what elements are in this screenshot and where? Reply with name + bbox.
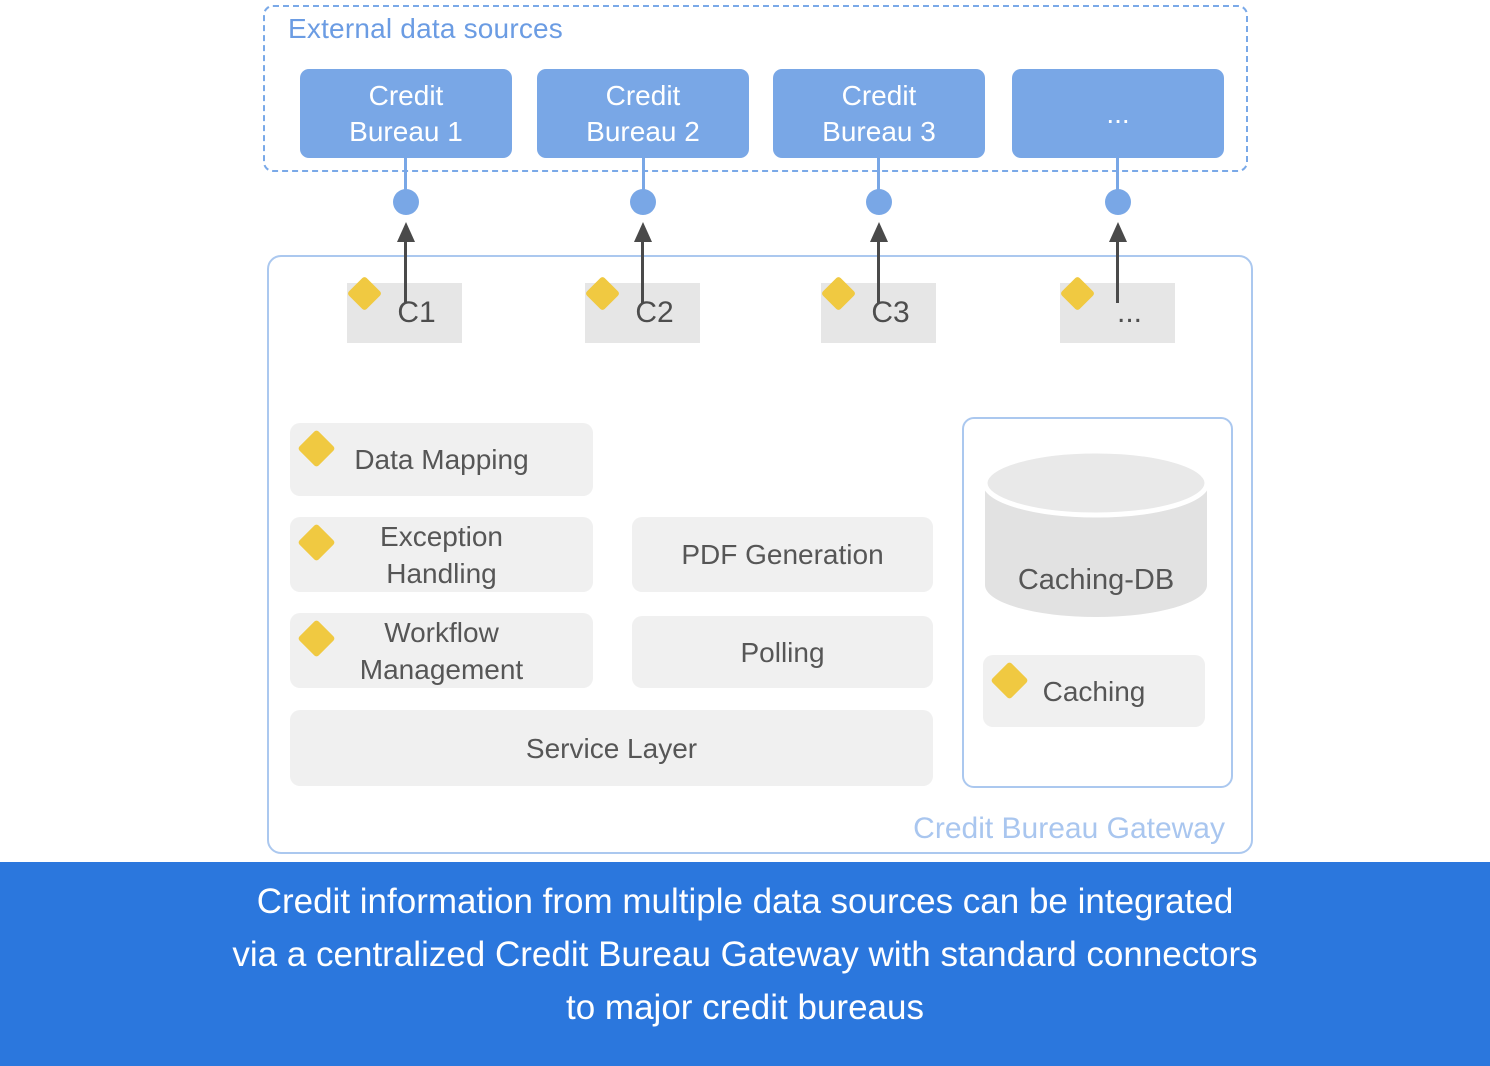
external-data-sources-title: External data sources (288, 13, 564, 44)
feature-label: Exception Handling (380, 520, 503, 589)
caching-db-label: Caching-DB (1018, 564, 1174, 596)
arrow-shaft (1116, 240, 1119, 303)
feature-label: PDF Generation (681, 539, 884, 570)
up-arrow-icon (870, 222, 888, 304)
feature-exception-handling: Exception Handling (290, 517, 593, 592)
up-arrow-icon (634, 222, 652, 304)
diamond-icon (297, 619, 336, 658)
connector-label: ... (1116, 296, 1142, 329)
credit-bureau-1-node: Credit Bureau 1 (300, 69, 512, 158)
connector-line (404, 158, 407, 192)
feature-label: Service Layer (525, 732, 698, 764)
arrow-head (870, 222, 888, 242)
arrow-head (397, 222, 415, 242)
feature-service-layer: Service Layer (290, 710, 933, 786)
feature-pdf-generation: PDF Generation (632, 517, 933, 592)
arrow-head (634, 222, 652, 242)
feature-workflow-management: Workflow Management (290, 613, 593, 688)
credit-bureau-more-node: ... (1012, 69, 1224, 158)
external-data-sources-container (263, 5, 1248, 172)
feature-label: Workflow Management (359, 616, 524, 685)
connector-label: C1 (397, 296, 436, 329)
connection-dot (630, 189, 656, 215)
diamond-icon (297, 523, 336, 562)
feature-label: Data Mapping (354, 444, 529, 475)
arrow-shaft (641, 240, 644, 303)
connector-line (642, 158, 645, 192)
gateway-label: Credit Bureau Gateway (913, 812, 1225, 845)
up-arrow-icon (397, 222, 415, 304)
connection-dot (393, 189, 419, 215)
arrow-shaft (404, 240, 407, 303)
feature-data-mapping: Data Mapping (290, 423, 593, 496)
database-cylinder-icon: Caching-DB (984, 448, 1208, 617)
feature-polling: Polling (632, 616, 933, 688)
connector-more: ... (1059, 275, 1175, 343)
connector-line (877, 158, 880, 192)
connection-dot (866, 189, 892, 215)
caption-banner: Credit information from multiple data so… (0, 862, 1490, 1066)
arrow-shaft (877, 240, 880, 303)
up-arrow-icon (1109, 222, 1127, 304)
arrow-head (1109, 222, 1127, 242)
credit-bureau-2-node: Credit Bureau 2 (537, 69, 749, 158)
feature-label: Caching (1042, 675, 1146, 707)
feature-label: Polling (740, 636, 825, 668)
connector-line (1116, 158, 1119, 192)
diamond-icon (990, 661, 1029, 700)
caption-text: Credit information from multiple data so… (232, 882, 1258, 1027)
credit-bureau-3-node: Credit Bureau 3 (773, 69, 985, 158)
feature-caching: Caching (983, 655, 1205, 727)
connection-dot (1105, 189, 1131, 215)
diamond-icon (297, 429, 336, 468)
